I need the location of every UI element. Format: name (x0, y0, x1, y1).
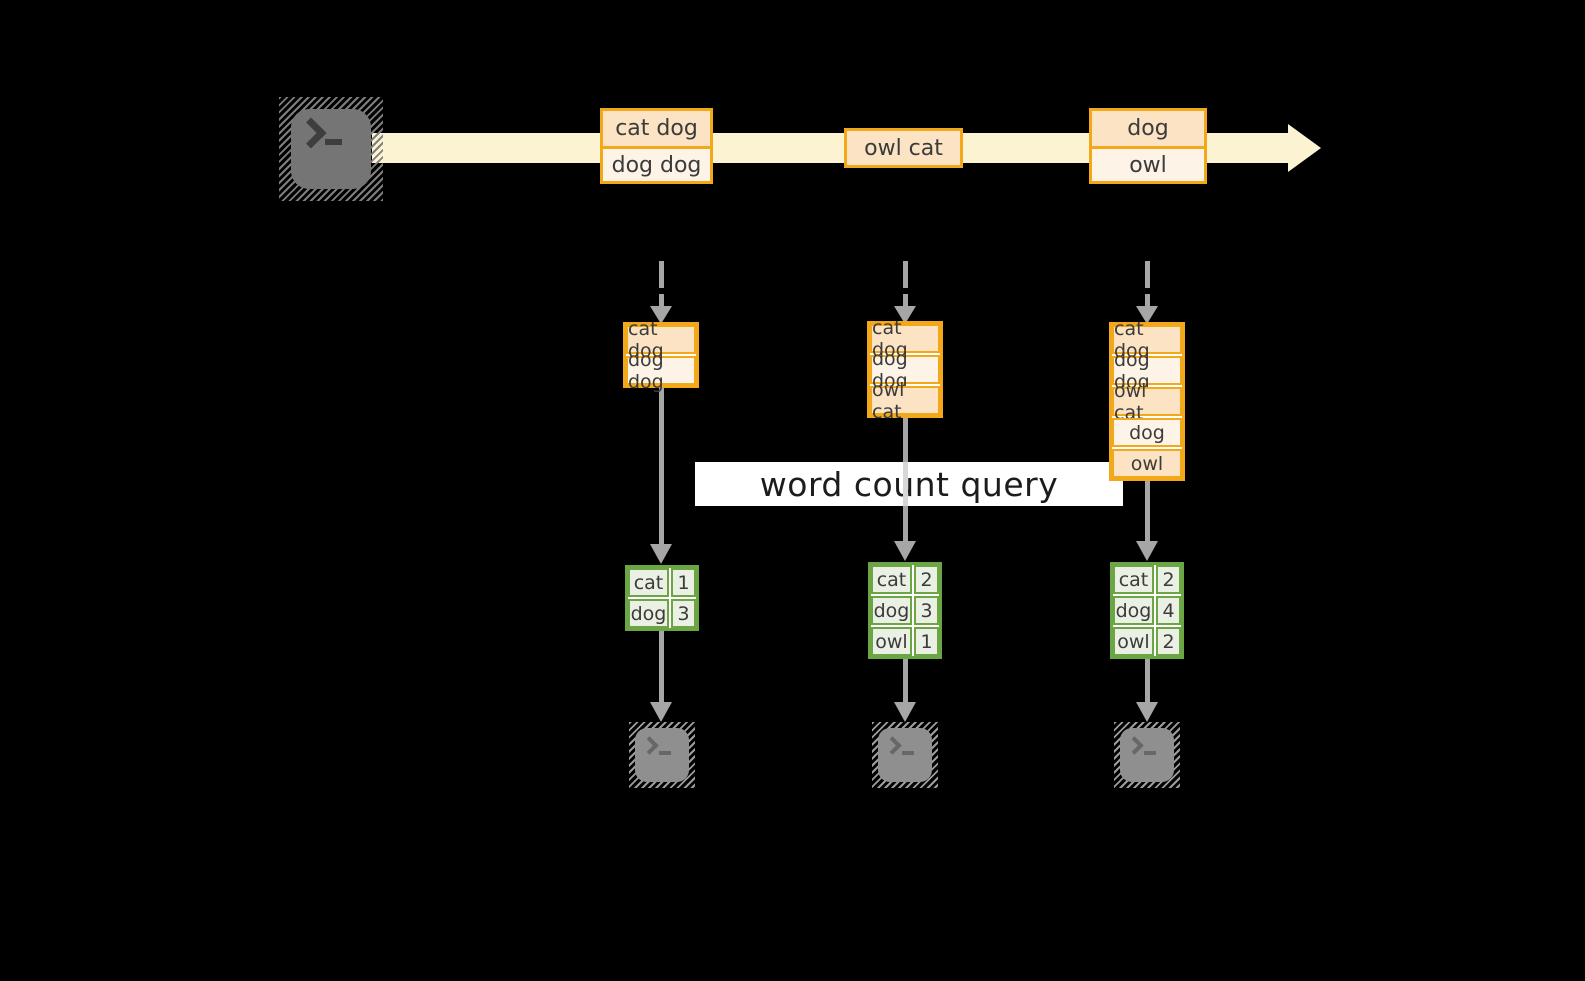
word-cell: dog (871, 596, 912, 625)
flow-arrowhead-icon (1136, 541, 1158, 561)
batch-record-cell: owl cat (870, 379, 940, 423)
count-cell: 3 (914, 596, 939, 625)
count-cell: 2 (1156, 627, 1181, 656)
record-cell: owl (1092, 146, 1204, 181)
dashed-arrow (1145, 294, 1150, 308)
flow-arrow (1145, 659, 1150, 704)
word-cell: cat (1113, 565, 1154, 594)
flow-arrowhead-icon (650, 702, 672, 722)
flow-arrowhead-icon (650, 544, 672, 564)
flow-arrowhead-icon (1136, 702, 1158, 722)
query-banner-label: word count query (759, 464, 1059, 504)
batch-record-cell: dog dog (870, 348, 940, 392)
count-cell: 1 (671, 568, 696, 597)
batch-record-cell: dog (1112, 418, 1182, 447)
record-cell: dog dog (603, 146, 710, 181)
terminal-screen (635, 728, 689, 782)
prompt-chevron-icon (1125, 736, 1144, 755)
prompt-underscore-icon (325, 139, 342, 145)
stream-arrowhead-icon (1288, 124, 1321, 172)
micro-batch-stack: cat dog dog dog owl cat dog owl (1109, 318, 1185, 481)
terminal-icon (872, 722, 938, 788)
dashed-arrow (659, 294, 664, 308)
dashed-arrow (903, 261, 908, 288)
flow-arrowhead-icon (894, 541, 916, 561)
flow-arrow (1145, 481, 1150, 543)
word-cell: cat (871, 565, 912, 594)
count-cell: 3 (671, 599, 696, 628)
count-cell: 2 (1156, 565, 1181, 594)
flow-arrow (903, 659, 908, 704)
dashed-arrowhead-icon (650, 306, 672, 324)
prompt-chevron-icon (883, 736, 902, 755)
micro-batch-stack: cat dog dog dog owl cat (867, 317, 943, 423)
batch-record-cell: owl cat (1112, 380, 1182, 424)
word-cell: dog (628, 599, 669, 628)
dashed-arrow (903, 294, 908, 308)
terminal-screen (1120, 728, 1174, 782)
prompt-underscore-icon (1144, 751, 1156, 755)
query-banner: word count query (695, 462, 1123, 506)
flow-arrow (659, 388, 664, 546)
flow-arrow (659, 631, 664, 704)
stream-record-box: owl cat (844, 128, 963, 168)
record-cell: dog (1092, 111, 1204, 146)
prompt-underscore-icon (659, 751, 671, 755)
micro-batch-stack: cat dog dog dog (623, 318, 699, 393)
terminal-icon (279, 97, 383, 201)
batch-record-cell: dog dog (626, 349, 696, 393)
dashed-arrow (659, 261, 664, 288)
word-count-table: cat 2 dog 3 owl 1 (868, 562, 942, 659)
batch-record-cell: owl (1112, 449, 1182, 478)
word-cell: dog (1113, 596, 1154, 625)
word-cell: owl (871, 627, 912, 656)
word-cell: cat (628, 568, 669, 597)
terminal-icon (629, 722, 695, 788)
terminal-screen (291, 109, 371, 189)
terminal-icon (1114, 722, 1180, 788)
record-cell: cat dog (603, 111, 710, 146)
prompt-chevron-icon (295, 117, 327, 149)
stream-record-box: dog owl (1089, 108, 1207, 184)
word-cell: owl (1113, 627, 1154, 656)
terminal-screen (878, 728, 932, 782)
count-cell: 4 (1156, 596, 1181, 625)
dashed-arrow (1145, 261, 1150, 288)
prompt-chevron-icon (640, 736, 659, 755)
word-count-table: cat 1 dog 3 (625, 565, 699, 631)
dashed-arrowhead-icon (894, 306, 916, 324)
arrow-through-banner (903, 462, 908, 506)
word-count-table: cat 2 dog 4 owl 2 (1110, 562, 1184, 659)
flow-arrowhead-icon (894, 702, 916, 722)
count-cell: 1 (914, 627, 939, 656)
prompt-underscore-icon (902, 751, 914, 755)
record-cell: owl cat (847, 131, 960, 165)
count-cell: 2 (914, 565, 939, 594)
stream-record-box: cat dog dog dog (600, 108, 713, 184)
dashed-arrowhead-icon (1136, 306, 1158, 324)
